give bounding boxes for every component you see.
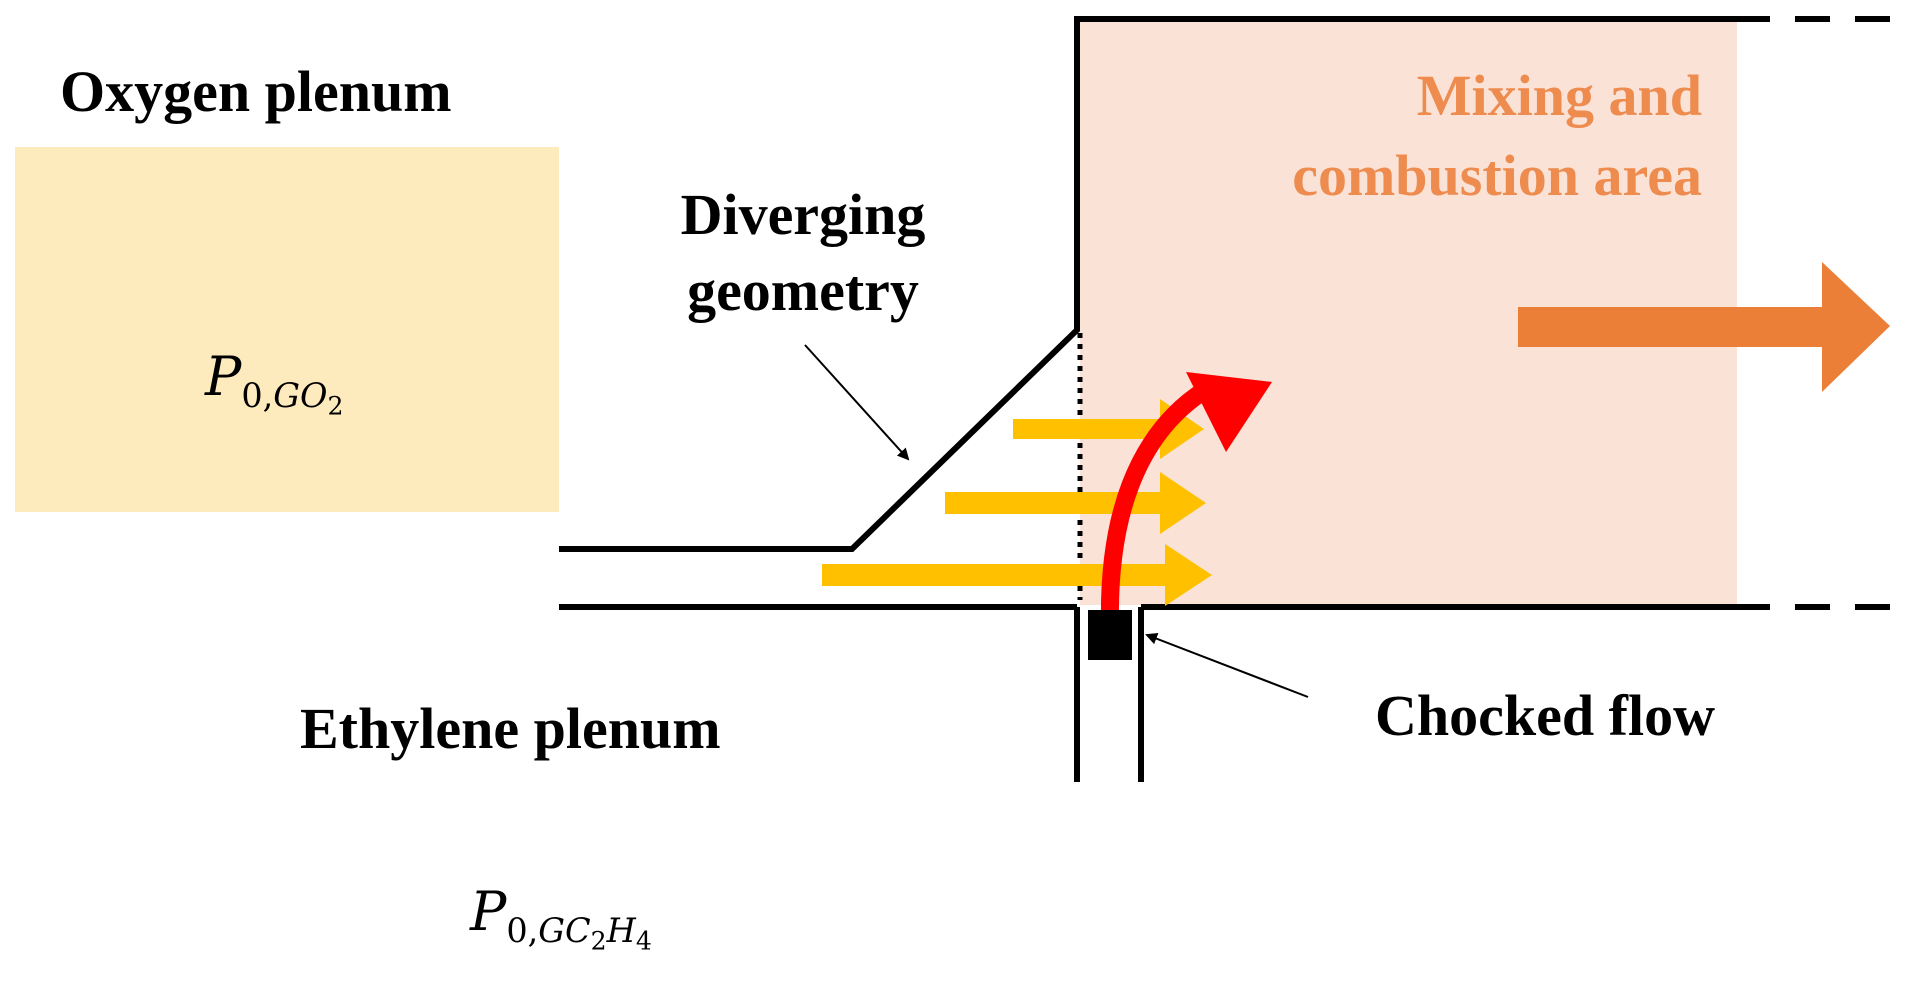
oxygen-plenum-label: Oxygen plenum xyxy=(60,59,452,124)
ethylene-pressure-prefix: 0, xyxy=(506,910,539,950)
oxygen-flow-arrow-2 xyxy=(945,472,1206,534)
diverging-pointer-line xyxy=(804,344,910,461)
diverging-geometry-label-line-2: geometry xyxy=(687,258,919,323)
oxygen-flow-arrow-1 xyxy=(1013,399,1204,459)
ethylene-plenum-pressure-symbol: P0,GC2H4 xyxy=(470,880,652,973)
diverging-geometry-label-line-1: Diverging xyxy=(680,182,926,247)
choked-flow-pointer-line xyxy=(1145,632,1309,698)
ethylene-jet-arrow-head xyxy=(1186,372,1272,452)
ethylene-pressure-var-1: GC xyxy=(538,910,591,950)
ethylene-pressure-var-2: H xyxy=(606,910,636,950)
choked-flow-block xyxy=(1088,610,1132,660)
oxygen-pressure-subscript: 2 xyxy=(327,391,344,421)
choked-flow-label: Chocked flow xyxy=(1375,683,1715,748)
combustion-area-label-line-1: Mixing and xyxy=(1416,63,1702,128)
oxygen-plenum-region xyxy=(15,147,559,512)
ethylene-pressure-subscript-1: 2 xyxy=(590,926,607,956)
upper-wall xyxy=(559,16,1770,552)
outlet-flow-arrow xyxy=(1518,262,1890,392)
ethylene-pressure-subscript-2: 4 xyxy=(635,926,652,956)
ethylene-jet-arrow-body xyxy=(1100,382,1210,625)
oxygen-pressure-var: GO xyxy=(273,375,328,415)
oxygen-pressure-prefix: 0, xyxy=(241,375,274,415)
ethylene-pressure-base: P xyxy=(470,880,507,943)
oxygen-flow-arrow-3 xyxy=(822,544,1212,606)
combustion-area-label-line-2: combustion area xyxy=(1292,143,1702,208)
oxygen-pressure-base: P xyxy=(205,345,242,408)
ethylene-plenum-label: Ethylene plenum xyxy=(300,696,721,761)
oxygen-plenum-pressure-symbol: P0,GO2 xyxy=(205,345,343,438)
